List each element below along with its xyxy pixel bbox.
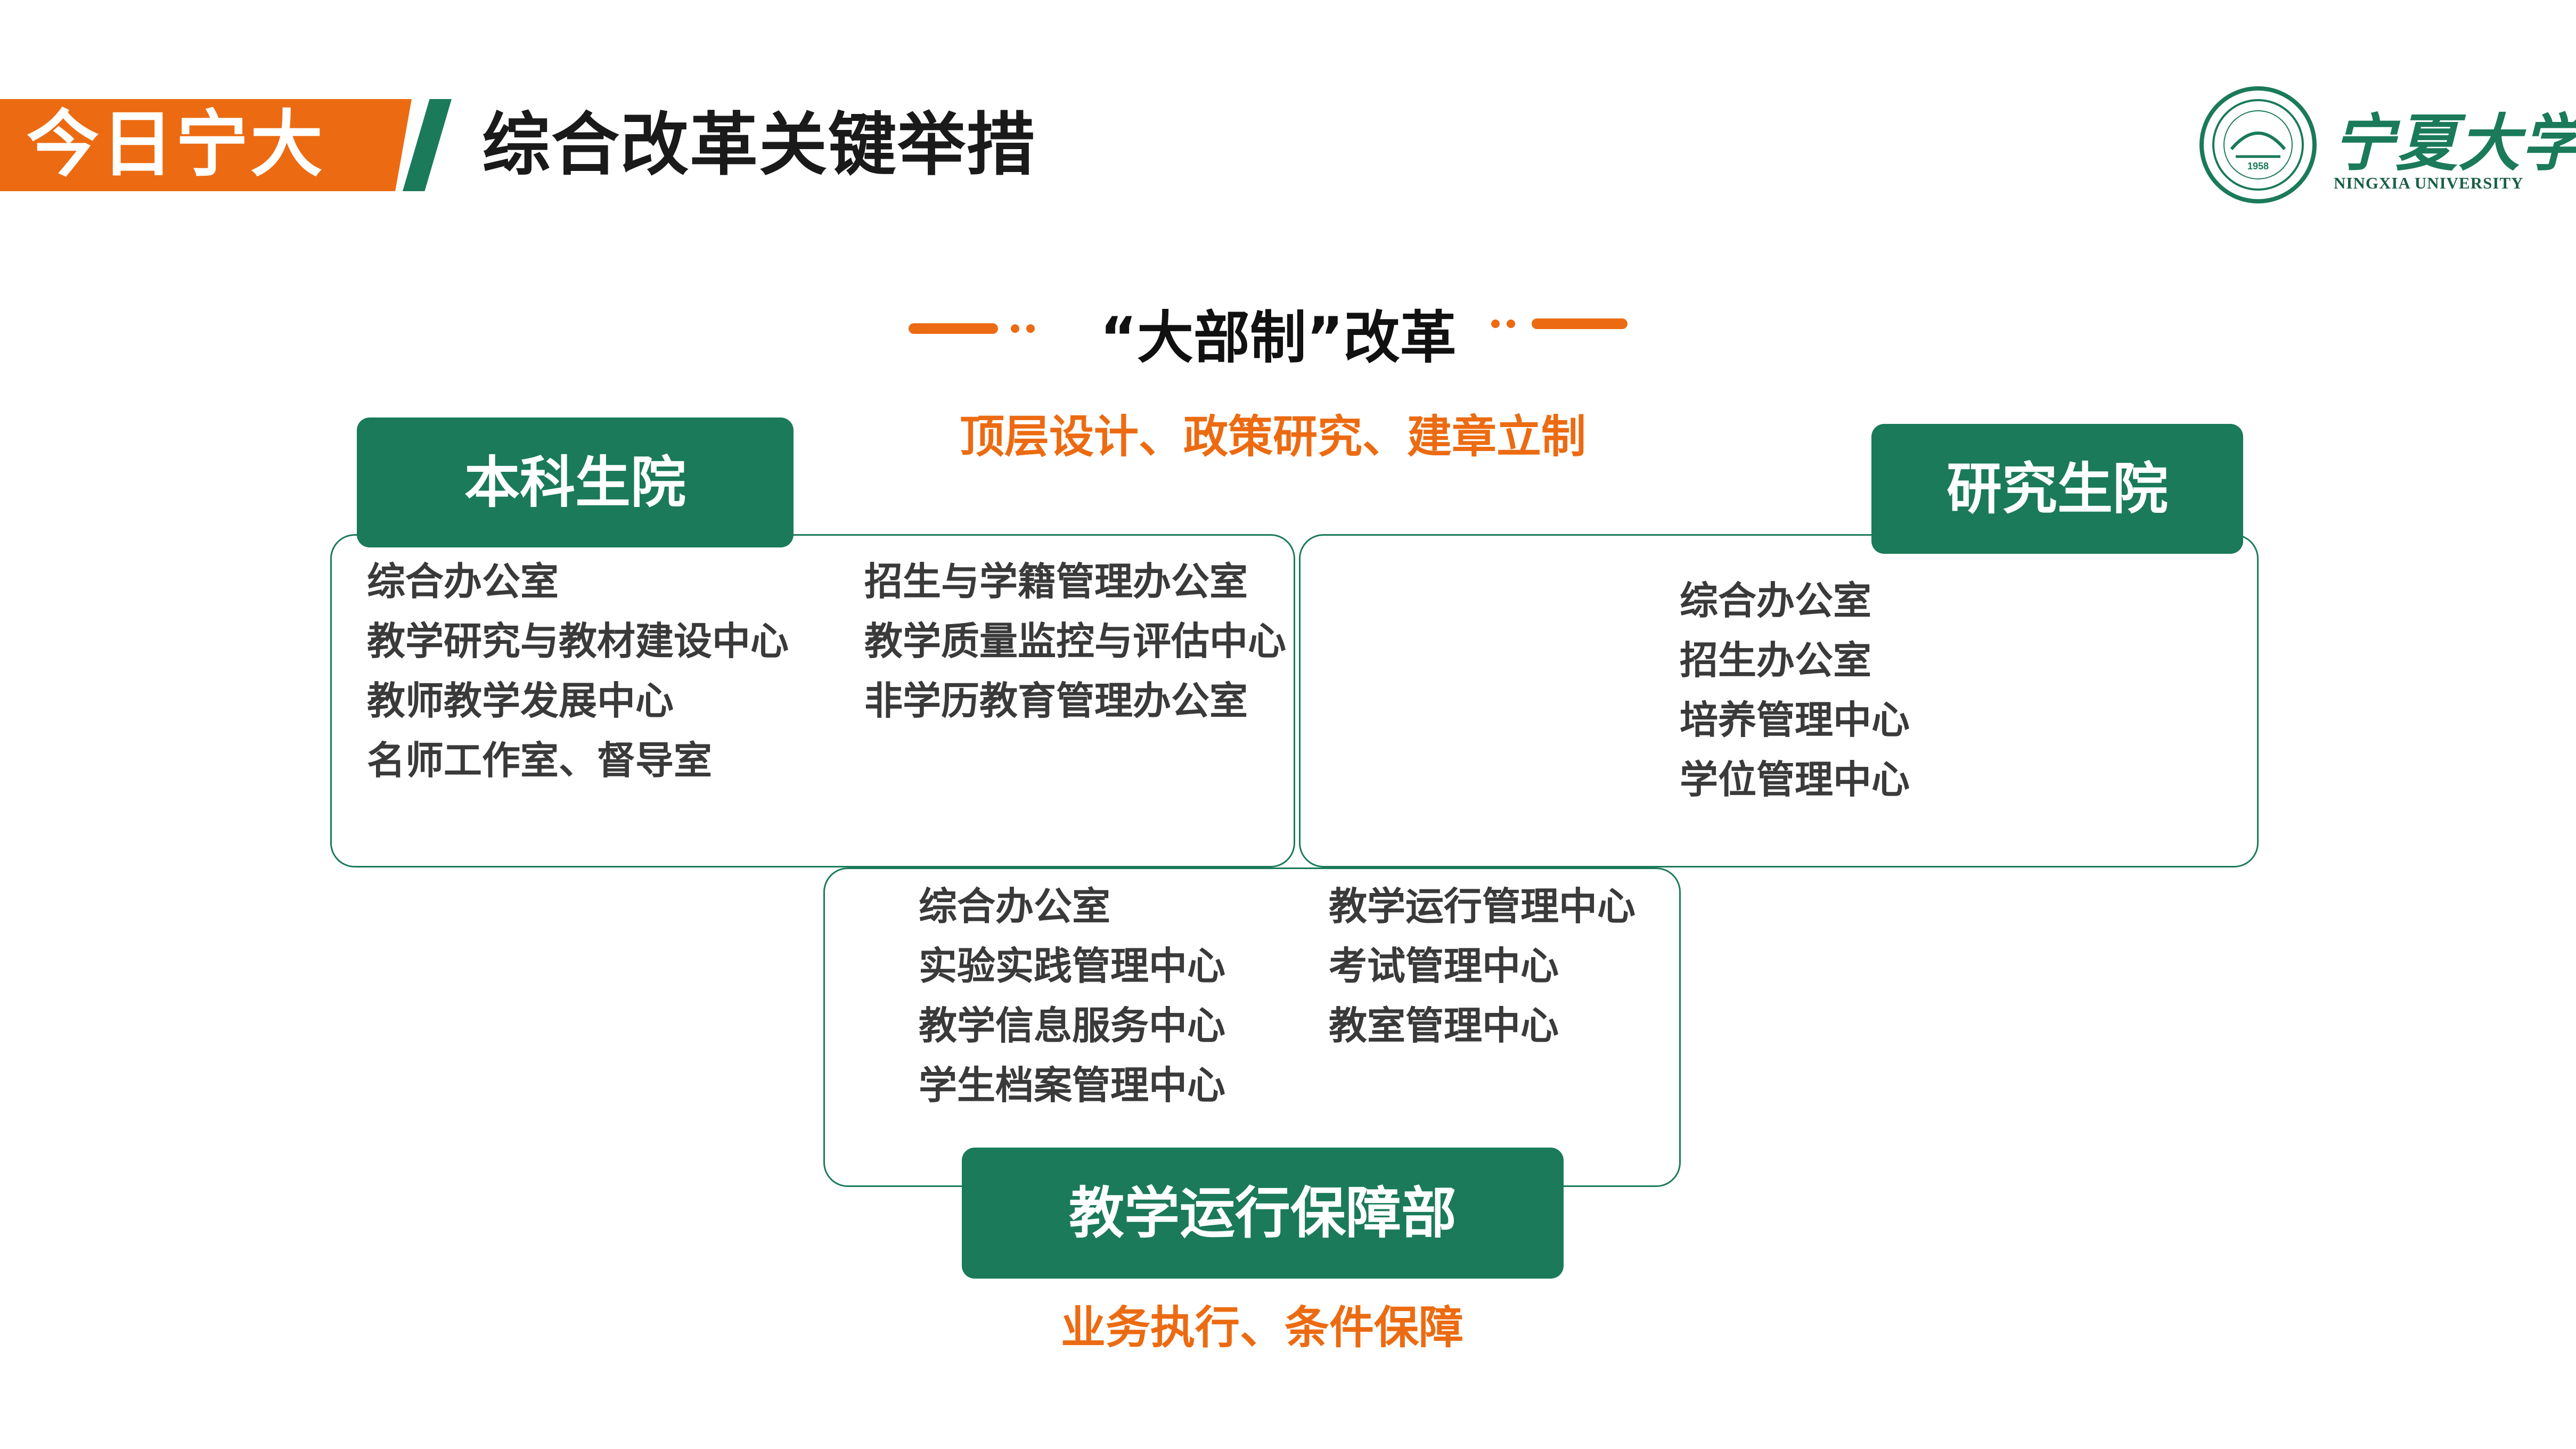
header-divider-slash: [403, 99, 452, 191]
list-item: 教学运行管理中心: [1329, 884, 1636, 929]
svg-text:1958: 1958: [2247, 161, 2269, 171]
list-item: 学生档案管理中心: [919, 1063, 1226, 1108]
list-item: 非学历教育管理办公室: [864, 678, 1248, 723]
university-name-en: NINGXIA UNIVERSITY: [2334, 174, 2524, 192]
reform-subtitle: 顶层设计、政策研究、建章立制: [959, 411, 1586, 463]
graduate-panel: 综合办公室 招生办公室 培养管理中心 学位管理中心: [1299, 534, 2259, 867]
list-item: 培养管理中心: [1680, 698, 1910, 742]
operations-label: 教学运行保障部: [962, 1148, 1564, 1279]
header-tag: 今日宁大: [27, 103, 325, 187]
undergraduate-label: 本科生院: [357, 417, 794, 547]
graduate-list: 综合办公室 招生办公室 培养管理中心 学位管理中心: [1680, 571, 1910, 809]
undergraduate-panel: 综合办公室 教学研究与教材建设中心 教师教学发展中心 名师工作室、督导室 招生与…: [330, 534, 1295, 867]
page-title: 综合改革关键举措: [482, 105, 1036, 185]
graduate-label: 研究生院: [1871, 424, 2243, 554]
list-item: 教学研究与教材建设中心: [367, 619, 789, 664]
title-decoration-right-dot: [1491, 320, 1500, 328]
list-item: 综合办公室: [1680, 578, 1872, 623]
list-item: 考试管理中心: [1329, 944, 1559, 988]
title-decoration-right-line: [1532, 318, 1628, 329]
list-item: 综合办公室: [367, 559, 559, 604]
list-item: 教室管理中心: [1329, 1003, 1559, 1048]
operations-left-list: 综合办公室 实验实践管理中心 教学信息服务中心 学生档案管理中心: [919, 877, 1225, 1115]
title-decoration-left-dot: [1026, 324, 1035, 333]
list-item: 招生与学籍管理办公室: [864, 559, 1248, 604]
undergraduate-right-list: 招生与学籍管理办公室 教学质量监控与评估中心 非学历教育管理办公室: [864, 552, 1286, 731]
list-item: 学位管理中心: [1680, 757, 1910, 802]
list-item: 综合办公室: [919, 884, 1111, 929]
undergraduate-left-list: 综合办公室 教学研究与教材建设中心 教师教学发展中心 名师工作室、督导室: [367, 552, 789, 790]
university-name-cn: 宁夏大学: [2333, 107, 2576, 179]
title-decoration-right-dot: [1507, 320, 1515, 328]
operations-right-list: 教学运行管理中心 考试管理中心 教室管理中心: [1329, 877, 1635, 1055]
list-item: 教学质量监控与评估中心: [864, 619, 1287, 664]
list-item: 教师教学发展中心: [367, 678, 674, 723]
operations-subtitle: 业务执行、条件保障: [1060, 1301, 1463, 1354]
title-decoration-left-dot: [1011, 324, 1019, 333]
operations-panel: 综合办公室 实验实践管理中心 教学信息服务中心 学生档案管理中心 教学运行管理中…: [823, 867, 1681, 1187]
list-item: 名师工作室、督导室: [367, 738, 713, 783]
list-item: 教学信息服务中心: [919, 1003, 1226, 1048]
title-decoration-left-line: [909, 323, 998, 334]
university-seal-icon: 1958: [2198, 85, 2318, 204]
reform-title: “大部制”改革: [1100, 305, 1457, 371]
list-item: 实验实践管理中心: [919, 944, 1226, 988]
list-item: 招生办公室: [1680, 638, 1872, 683]
header-tag-background: [0, 99, 412, 191]
